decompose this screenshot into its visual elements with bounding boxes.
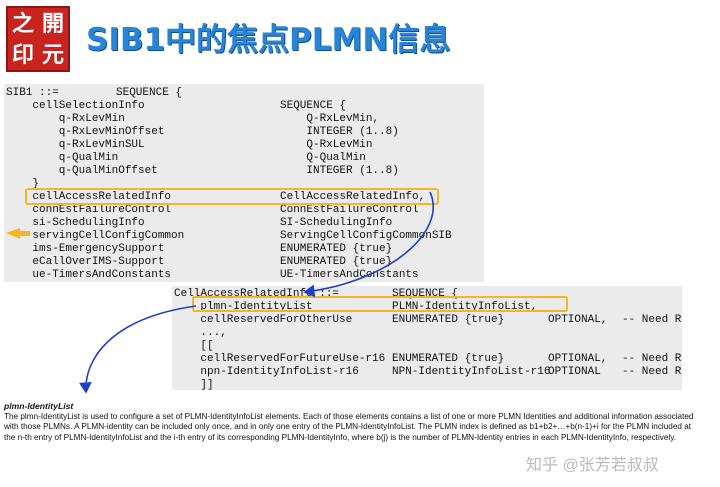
code-cell: ENUMERATED {true}: [280, 243, 393, 255]
code-cell: }: [6, 178, 40, 190]
code-cell: NPN-IdentityInfoList-r16: [392, 366, 551, 378]
highlight-plmn-identity-list: [192, 296, 568, 312]
code-line: ...,: [172, 327, 682, 340]
code-line: ue-TimersAndConstants UE-TimersAndConstan…: [4, 269, 484, 282]
code-line: [[: [172, 340, 682, 353]
code-line: q-QualMin Q-QualMin: [4, 152, 484, 165]
code-line: eCallOverIMS-Support ENUMERATED {true}: [4, 256, 484, 269]
code-cell: UE-TimersAndConstants: [280, 269, 419, 281]
code-cell: q-RxLevMinSUL: [6, 139, 145, 151]
code-cell: OPTIONAL,: [548, 314, 608, 326]
highlight-cell-access-related-info: [25, 188, 439, 205]
description-heading: plmn-IdentityList: [4, 401, 74, 411]
code-cell: ServingCellConfigCommonSIB: [280, 230, 452, 242]
code-cell: [[: [174, 340, 214, 352]
code-cell: cellReservedForFutureUse-r16: [174, 353, 386, 365]
logo-char: 之: [11, 10, 34, 37]
code-cell: ims-EmergencySupport: [6, 243, 165, 255]
code-cell: CellAccessRelatedInfo,: [280, 191, 426, 203]
code-cell: INTEGER (1..8): [280, 165, 399, 177]
code-cell: Q-QualMin: [280, 152, 366, 164]
code-cell: ...,: [174, 327, 227, 339]
code-cell: q-QualMinOffset: [6, 165, 158, 177]
code-cell: cellAccessRelatedInfo: [6, 191, 172, 203]
logo: 之 開 印 元: [6, 6, 70, 72]
pointer-arrow-icon: [6, 228, 30, 239]
code-cell: INTEGER (1..8): [280, 126, 399, 138]
logo-char: 印: [11, 41, 34, 68]
code-cell: Q-RxLevMin,: [280, 113, 380, 125]
code-cell: ENUMERATED {true}: [280, 256, 393, 268]
code-line: q-QualMinOffset INTEGER (1..8): [4, 165, 484, 178]
code-line: ]]: [172, 379, 682, 390]
code-cell: SEQUENCE {: [280, 100, 347, 112]
code-line: cellSelectionInfo SEQUENCE {: [4, 100, 484, 113]
code-cell: q-RxLevMinOffset: [6, 126, 165, 138]
code-line: q-RxLevMin Q-RxLevMin,: [4, 113, 484, 126]
code-line: cellAccessRelatedInfo CellAccessRelatedIn…: [4, 191, 484, 204]
logo-char: 開: [41, 10, 64, 37]
code-cell: connEstFailureControl: [6, 204, 172, 216]
code-cell: servingCellConfigCommon: [6, 230, 185, 242]
code-line: connEstFailureControl ConnEstFailureContr…: [4, 204, 484, 217]
code-cell: ue-TimersAndConstants: [6, 269, 172, 281]
code-cell: -- Need R: [622, 366, 682, 378]
code-line: ims-EmergencySupport ENUMERATED {true}: [4, 243, 484, 256]
code-cell: cellReservedForOtherUse: [174, 314, 353, 326]
code-cell: ENUMERATED {true}: [392, 314, 505, 326]
code-cell: ]]: [174, 379, 214, 390]
code-line: si-SchedulingInfo SI-SchedulingInfo: [4, 217, 484, 230]
code-cell: cellSelectionInfo: [6, 100, 145, 112]
arrow-to-plmn-identity-list: [79, 305, 197, 394]
plmn-identity-list-description: plmn-IdentityList The plmn-IdentityList …: [4, 401, 694, 443]
code-cell: Q-RxLevMin: [280, 139, 373, 151]
code-cell: SI-SchedulingInfo: [280, 217, 393, 229]
code-line: q-RxLevMinSUL Q-RxLevMin: [4, 139, 484, 152]
code-cell: ConnEstFailureControl: [280, 204, 419, 216]
code-cell: ENUMERATED {true}: [392, 353, 505, 365]
code-cell: -- Need R: [622, 314, 682, 326]
code-cell: npn-IdentityInfoList-r16: [174, 366, 359, 378]
description-text: The plmn-IdentityList is used to configu…: [4, 411, 694, 442]
watermark: 知乎 @张芳若叔叔: [526, 457, 659, 474]
code-cell: SIB1 ::=: [6, 87, 59, 99]
code-line: cellReservedForOtherUse ENUMERATED {true}…: [172, 314, 682, 327]
code-line: }: [4, 178, 484, 191]
code-cell: q-RxLevMin: [6, 113, 125, 125]
code-line: servingCellConfigCommon ServingCellConfig…: [4, 230, 484, 243]
code-cell: OPTIONAL,: [548, 353, 608, 365]
code-line: q-RxLevMinOffset INTEGER (1..8): [4, 126, 484, 139]
code-line: SIB1 ::= SEQUENCE {: [4, 87, 484, 100]
code-cell: si-SchedulingInfo: [6, 217, 145, 229]
logo-char: 元: [41, 41, 64, 68]
code-cell: SEQUENCE {: [116, 87, 183, 99]
code-line: cellReservedForFutureUse-r16 ENUMERATED {…: [172, 353, 682, 366]
code-cell: eCallOverIMS-Support: [6, 256, 165, 268]
code-line: npn-IdentityInfoList-r16 NPN-IdentityInfo…: [172, 366, 682, 379]
code-cell: -- Need R: [622, 353, 682, 365]
code-cell: OPTIONAL: [548, 366, 601, 378]
arrow-to-cell-access-related-info: [303, 191, 434, 298]
code-cell: q-QualMin: [6, 152, 119, 164]
page-title: SIB1中的焦点PLMN信息: [86, 22, 451, 58]
